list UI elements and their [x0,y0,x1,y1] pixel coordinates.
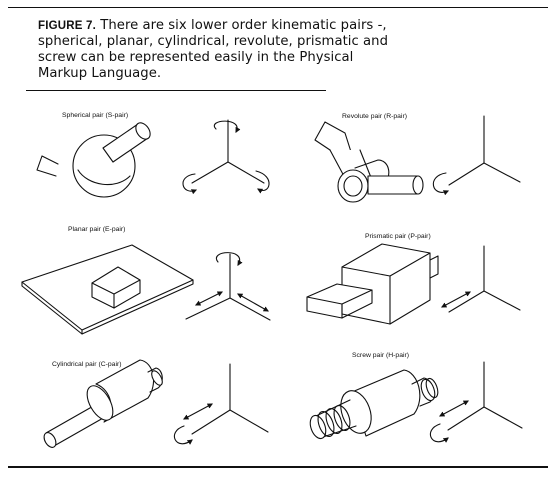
screw-pair-label: Screw pair (H-pair) [352,352,409,359]
cylindrical-pair-label: Cylindrical pair (C-pair) [52,361,122,368]
figure-caption: FIGURE 7. There are six lower order kine… [38,18,398,82]
prismatic-pair-label: Prismatic pair (P-pair) [365,233,431,240]
caption-rule [26,90,326,91]
bottom-rule [8,466,548,468]
spherical-pair-axes [182,119,270,195]
cylindrical-pair-drawing [43,359,163,448]
top-rule [8,7,548,8]
revolute-pair-label: Revolute pair (R-pair) [342,113,407,120]
prismatic-pair-drawing [306,243,439,325]
figure-label: FIGURE 7. [38,20,97,32]
prismatic-pair-axes [441,245,521,313]
spherical-pair-label: Spherical pair (S-pair) [62,112,128,119]
screw-pair-axes [429,361,523,443]
planar-pair-axes [185,252,271,321]
cylindrical-pair-axes [173,363,269,445]
revolute-pair-axes [432,115,521,196]
caption-text: There are six lower order kinematic pair… [38,18,389,81]
screw-pair-drawing [309,369,439,440]
spherical-pair-drawing [36,122,151,198]
planar-pair-drawing [21,244,194,335]
revolute-pair-drawing [314,121,424,203]
planar-pair-label: Planar pair (E-pair) [68,226,125,233]
